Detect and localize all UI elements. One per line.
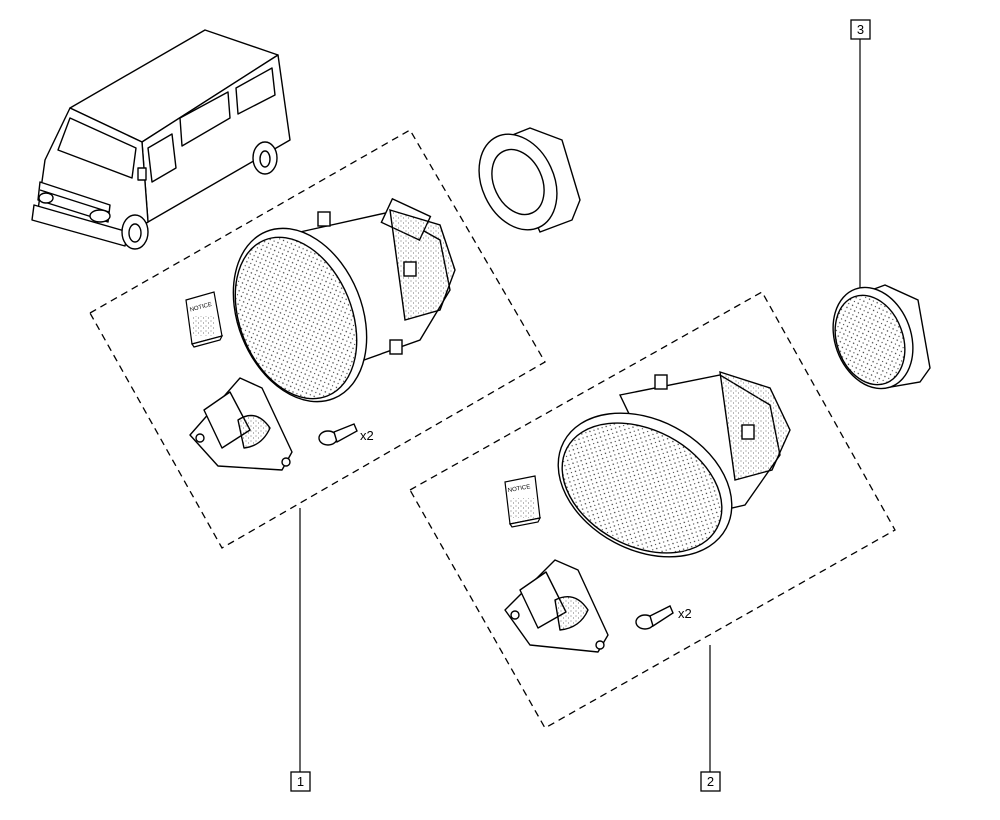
screw-icon [318,423,358,446]
callout-3-label: 3 [857,22,864,37]
bracket-icon [504,559,609,653]
callout-1-label: 1 [297,774,304,789]
bracket-icon [189,377,293,471]
headlamp-icon [232,197,456,403]
screw-quantity: x2 [360,428,374,443]
mounting-ring-icon [478,127,581,233]
notice-label: NOTICE [189,302,212,314]
callout-2: 2 [700,771,721,792]
mounting-ring-icon [832,284,931,390]
headlamp-icon [557,370,791,558]
screw-quantity: x2 [678,606,692,621]
van-icon [31,29,291,250]
kit-1-boundary [89,129,546,549]
callout-3: 3 [850,19,871,40]
notice-label: NOTICE [507,484,530,494]
callout-2-label: 2 [707,774,714,789]
screw-icon [635,605,674,630]
callout-1: 1 [290,771,311,792]
notice-booklet-icon [185,291,224,348]
notice-booklet-icon [504,475,542,528]
kit-2-boundary [409,291,896,729]
